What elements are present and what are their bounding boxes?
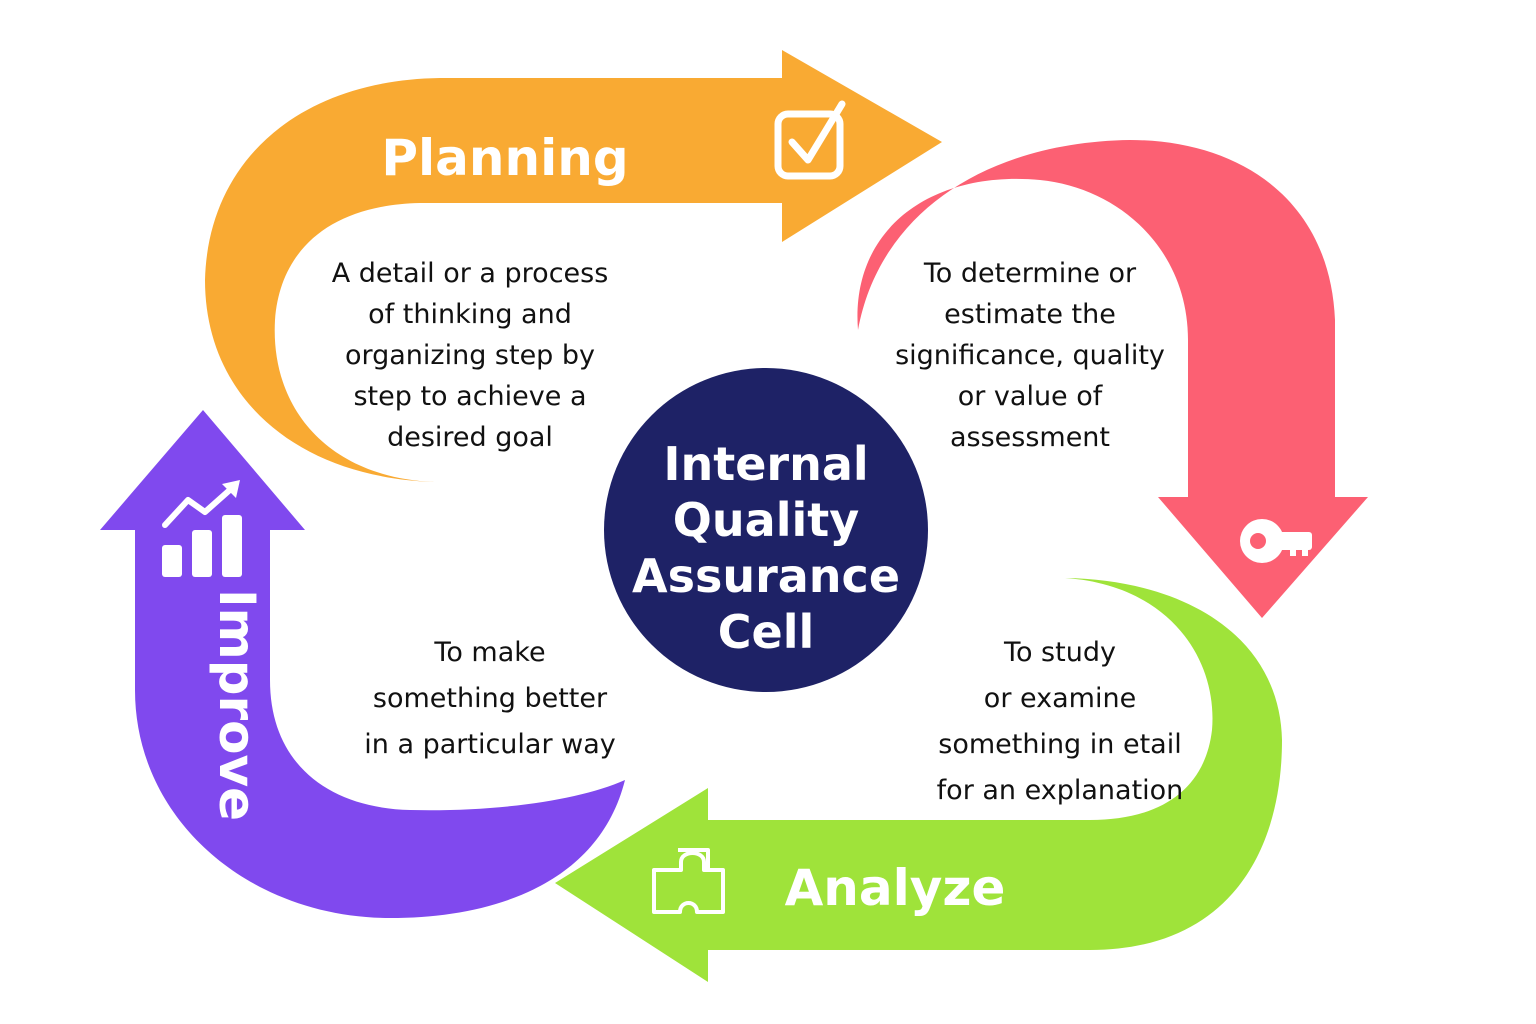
- planning-description: A detail or a process of thinking and or…: [320, 253, 620, 458]
- growth-chart-icon: [162, 480, 242, 577]
- improve-title: Improve: [208, 589, 266, 821]
- improve-description: To make something better in a particular…: [345, 630, 635, 768]
- puzzle-icon: [652, 848, 725, 914]
- planning-description-line: A detail or a process: [331, 258, 609, 289]
- evaluate-description-line: To determine or: [923, 258, 1137, 289]
- evaluate-description-line: significance, quality: [895, 340, 1165, 371]
- evaluate-description-line: or value of: [957, 381, 1103, 412]
- planning-arrow: [205, 50, 942, 482]
- checkbox-check-icon: [774, 100, 846, 180]
- evaluate-description-line: estimate the: [944, 299, 1116, 330]
- evaluate-description-line: assessment: [949, 422, 1111, 453]
- planning-description-line: desired goal: [387, 422, 553, 453]
- planning-description-line: organizing step by: [344, 340, 596, 371]
- improve-description-line: something better: [372, 683, 608, 714]
- planning-description-line: step to achieve a: [353, 381, 587, 412]
- evaluate-arrow: [857, 140, 1368, 618]
- improve-description-line: in a particular way: [364, 729, 616, 760]
- evaluate-description: To determine or estimate the significanc…: [880, 253, 1180, 458]
- planning-description-line: of thinking and: [368, 299, 572, 330]
- center-circle: [604, 368, 928, 692]
- analyze-description-line: or examine: [983, 683, 1137, 714]
- center-title-line-1: Internal: [663, 437, 868, 491]
- analyze-description: To study or examine something in etail f…: [910, 630, 1210, 814]
- planning-title: Planning: [381, 129, 628, 187]
- analyze-description-line: for an explanation: [936, 775, 1184, 806]
- analyze-title: Analyze: [785, 859, 1006, 917]
- analyze-description-line: something in etail: [938, 729, 1182, 760]
- analyze-arrow: [555, 578, 1282, 982]
- center-title-line-4: Cell: [718, 605, 815, 659]
- analyze-description-line: To study: [1004, 637, 1116, 668]
- center-title-line-3: Assurance: [632, 549, 900, 603]
- center-title-line-2: Quality: [673, 493, 859, 547]
- improve-description-line: To make: [434, 637, 546, 668]
